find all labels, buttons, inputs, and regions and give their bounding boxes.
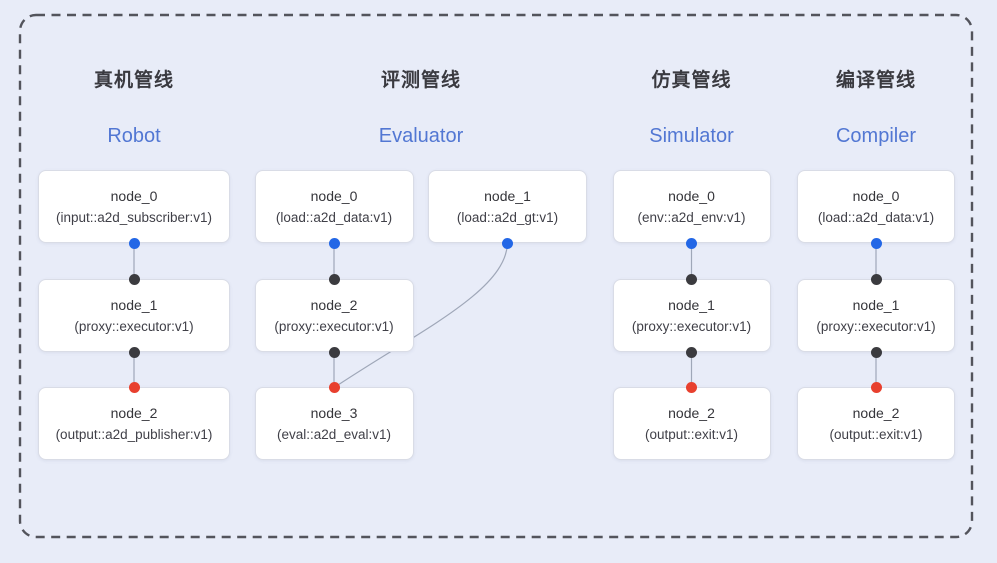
port-dot-black-compiler-node_1-bottom [870,346,882,358]
node-label: node_2 [668,404,715,421]
port-dot-black-robot-node_1-bottom [128,346,140,358]
port-dot-black-evaluator-node_2-bottom [328,346,340,358]
node-label: node_1 [484,187,531,204]
node-label: node_2 [310,296,358,313]
node-card-simulator-node_2: node_2(output::exit:v1) [612,387,771,460]
node-card-evaluator-node_3: node_3(eval::a2d_eval:v1) [254,387,414,460]
port-dot-blue-robot-node_0-bottom [128,237,140,249]
port-dot-black-robot-node_1-top [128,273,140,285]
pipeline-compiler-title-en: Compiler [835,125,917,147]
node-sublabel: (proxy::executor:v1) [631,318,752,334]
port-dot-black-simulator-node_1-bottom [686,346,697,358]
node-sublabel: (input::a2d_subscriber:v1) [55,209,213,225]
node-label: node_1 [852,296,900,313]
pipeline-simulator-title-en: Simulator [649,125,734,147]
node-card-compiler-node_1: node_1(proxy::executor:v1) [797,279,955,352]
node-card-robot-node_0: node_0(input::a2d_subscriber:v1) [38,170,230,243]
node-sublabel: (output::exit:v1) [644,426,739,442]
port-dot-blue-simulator-node_0-bottom [686,237,697,249]
port-dot-black-evaluator-node_2-top [328,273,340,285]
node-sublabel: (proxy::executor:v1) [74,318,194,334]
node-label: node_1 [110,296,158,313]
node-sublabel: (proxy::executor:v1) [816,318,936,334]
pipeline-evaluator-title-en: Evaluator [378,125,464,147]
node-label: node_1 [668,296,715,313]
node-card-compiler-node_0: node_0(load::a2d_data:v1) [797,170,955,243]
node-sublabel: (env::a2d_env:v1) [637,209,746,225]
port-dot-black-compiler-node_1-top [870,273,882,285]
node-card-evaluator-node_1: node_1(load::a2d_gt:v1) [428,170,587,243]
node-card-robot-node_2: node_2(output::a2d_publisher:v1) [38,387,230,460]
port-dot-blue-evaluator-node_1-bottom [502,237,513,249]
node-label: node_2 [110,404,158,421]
port-dot-blue-evaluator-node_0-bottom [328,237,340,249]
node-sublabel: (load::a2d_data:v1) [817,209,935,225]
node-label: node_0 [110,187,158,204]
node-sublabel: (load::a2d_gt:v1) [456,209,559,225]
node-sublabel: (eval::a2d_eval:v1) [276,426,392,442]
edge-evaluator-node_1-to-node_3 [334,242,509,388]
node-label: node_3 [310,404,358,421]
node-card-robot-node_1: node_1(proxy::executor:v1) [38,279,230,352]
node-sublabel: (load::a2d_data:v1) [275,209,393,225]
pipeline-compiler-title-zh: 编译管线 [835,70,917,91]
node-label: node_0 [668,187,715,204]
pipeline-simulator-title-zh: 仿真管线 [651,70,732,91]
node-sublabel: (output::exit:v1) [829,426,923,442]
node-label: node_2 [852,404,900,421]
node-label: node_0 [852,187,900,204]
node-card-evaluator-node_0: node_0(load::a2d_data:v1) [254,170,414,243]
node-card-simulator-node_1: node_1(proxy::executor:v1) [612,279,771,352]
port-dot-red-simulator-node_2-top [686,381,697,393]
pipeline-evaluator-title-zh: 评测管线 [380,70,462,91]
pipeline-robot-title-zh: 真机管线 [93,70,175,91]
node-sublabel: (proxy::executor:v1) [274,318,394,334]
port-dot-red-compiler-node_2-top [870,381,882,393]
node-card-simulator-node_0: node_0(env::a2d_env:v1) [612,170,771,243]
node-card-evaluator-node_2: node_2(proxy::executor:v1) [254,279,414,352]
port-dot-red-evaluator-node_3-top [328,381,340,393]
port-dot-blue-compiler-node_0-bottom [870,237,882,249]
port-dot-red-robot-node_2-top [128,381,140,393]
node-sublabel: (output::a2d_publisher:v1) [55,426,213,442]
node-label: node_0 [310,187,358,204]
node-card-compiler-node_2: node_2(output::exit:v1) [797,387,955,460]
pipeline-robot-title-en: Robot [107,125,161,147]
port-dot-black-simulator-node_1-top [686,273,697,285]
